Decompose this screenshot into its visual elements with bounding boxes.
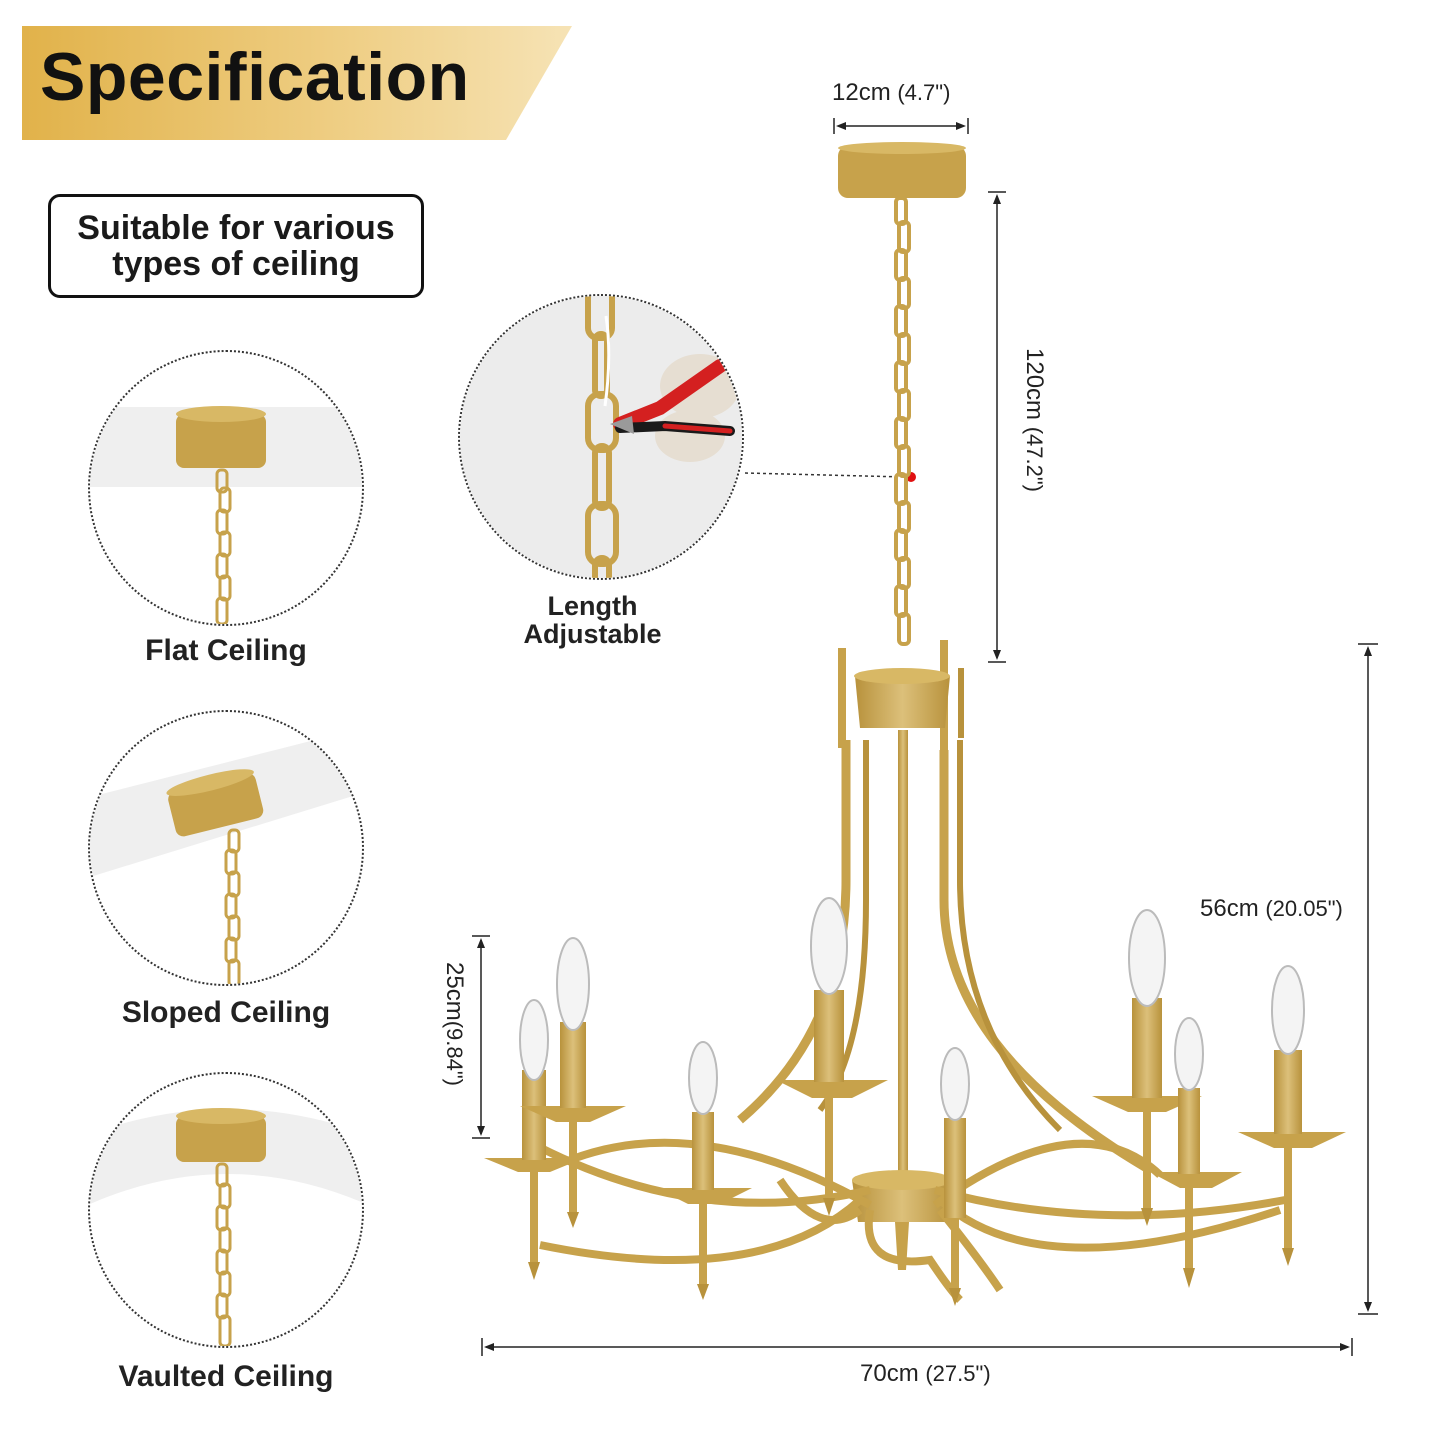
candle-arm-8: [1238, 965, 1346, 1266]
length-adjustable-label: Length Adjustable: [490, 592, 695, 648]
suitable-line-2: types of ceiling: [112, 245, 360, 283]
candle-arm-4: [776, 897, 888, 1216]
candle-height-label: 25cm(9.84"): [440, 962, 468, 1086]
length-label-line-1: Length: [547, 591, 638, 621]
candle-height-imperial: (9.84"): [442, 1020, 467, 1086]
chain-length-metric: 120cm: [1021, 348, 1048, 421]
candle-arm-3: [656, 1041, 752, 1300]
header-banner: [22, 26, 572, 140]
chain-length-label: 120cm (47.2"): [1020, 348, 1048, 492]
vaulted-ceiling-label: Vaulted Ceiling: [118, 1360, 334, 1393]
total-width-label: 70cm (27.5"): [860, 1360, 991, 1388]
sloped-ceiling-image: [88, 710, 364, 986]
canopy-width-imperial: (4.7"): [897, 80, 951, 105]
candle-arm-5: [940, 1047, 970, 1306]
total-height-label: 56cm (20.05"): [1200, 895, 1343, 923]
suitable-ceiling-box: Suitable for various types of ceiling: [48, 194, 424, 298]
canopy-width-label: 12cm (4.7"): [832, 79, 950, 107]
candle-arm-7: [1150, 1017, 1242, 1288]
suitable-line-1: Suitable for various: [77, 209, 395, 247]
vaulted-ceiling-image: [88, 1072, 364, 1348]
total-height-metric: 56cm: [1200, 895, 1259, 922]
chain-length-imperial: (47.2"): [1022, 426, 1047, 492]
sloped-ceiling-label: Sloped Ceiling: [121, 996, 331, 1029]
candle-height-metric: 25cm: [441, 962, 468, 1021]
page-title: Specification: [40, 39, 470, 115]
flat-ceiling-label: Flat Ceiling: [145, 634, 307, 667]
canopy-width-metric: 12cm: [832, 79, 891, 106]
length-label-line-2: Adjustable: [523, 619, 662, 649]
candle-arm-2: [520, 937, 626, 1228]
flat-ceiling-image: [88, 350, 364, 626]
total-width-imperial: (27.5"): [925, 1361, 991, 1386]
total-height-imperial: (20.05"): [1265, 896, 1343, 921]
chain-detail-image: [458, 294, 744, 580]
candle-arm-6: [1092, 909, 1202, 1226]
total-width-metric: 70cm: [860, 1360, 919, 1387]
